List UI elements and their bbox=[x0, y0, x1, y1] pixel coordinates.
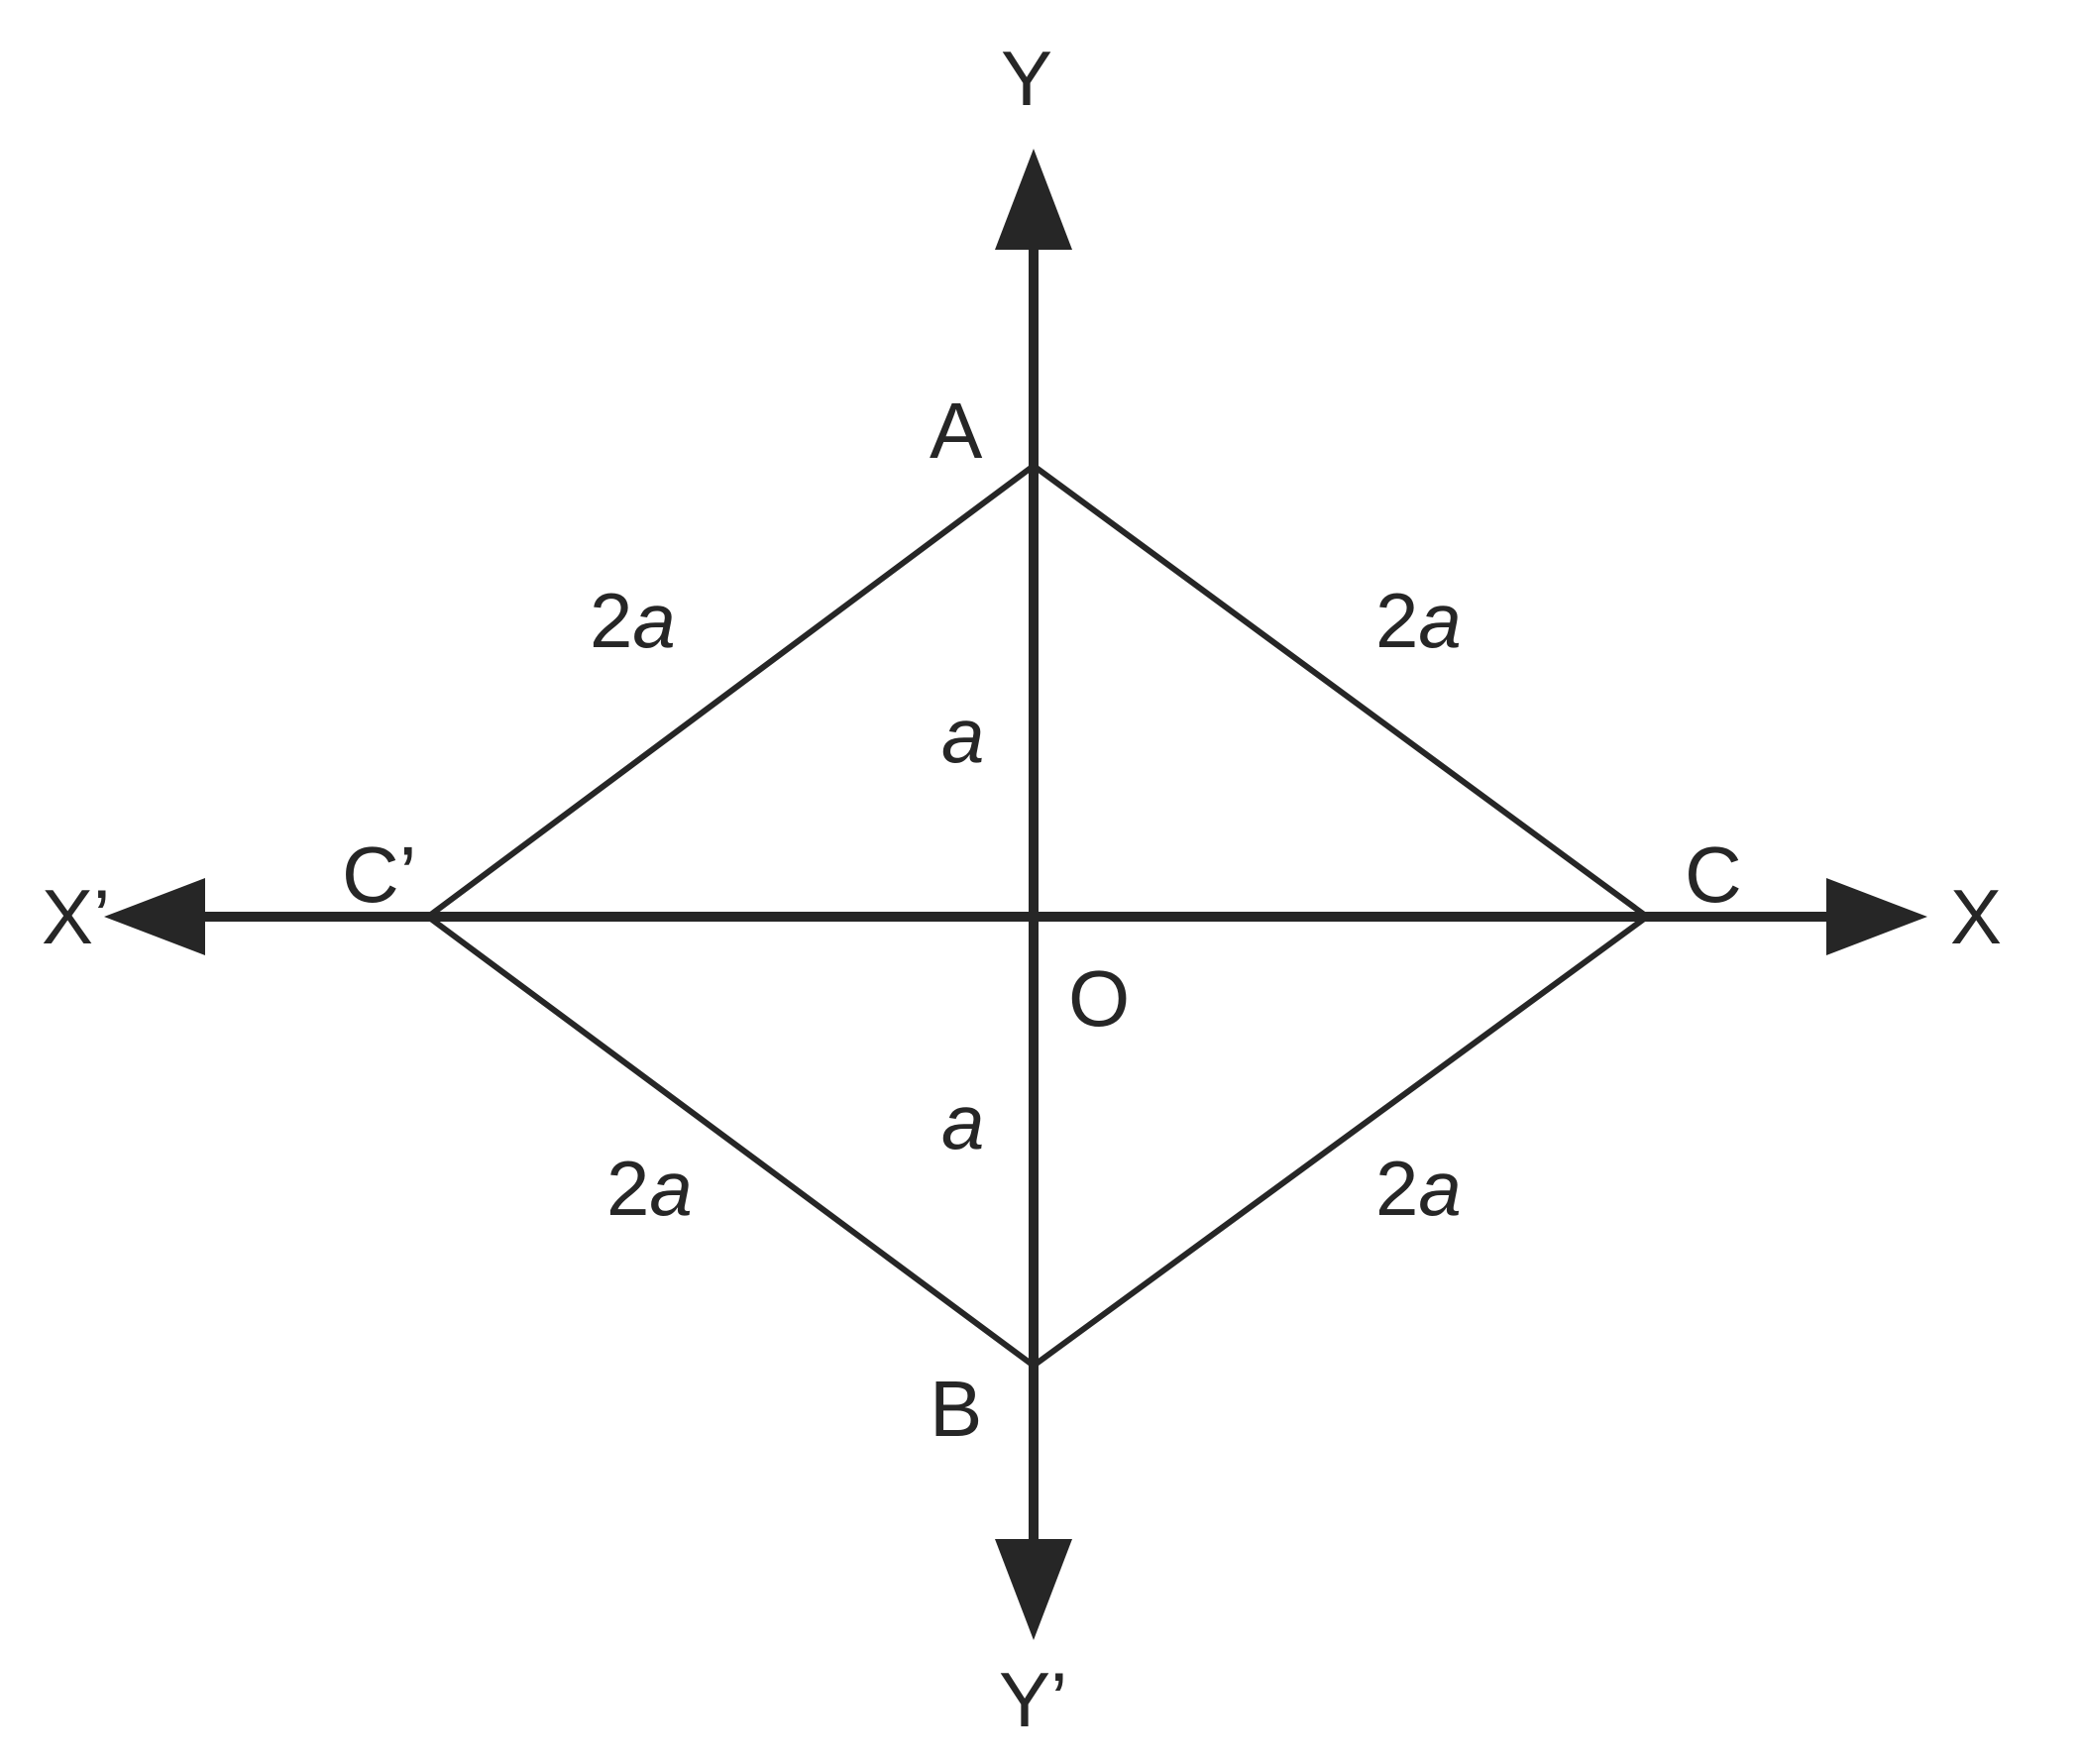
x-axis-right-arrowhead bbox=[1826, 878, 1927, 955]
side-length-bottom-left-variable: a bbox=[649, 1145, 693, 1232]
y-axis-positive-label: Y bbox=[1001, 35, 1053, 122]
side-length-bottom-right-number: 2 bbox=[1375, 1145, 1419, 1232]
origin-label: O bbox=[1068, 954, 1131, 1043]
y-axis-up-arrowhead bbox=[995, 149, 1072, 250]
y-axis bbox=[995, 149, 1072, 1640]
side-length-top-right: 2a bbox=[1375, 582, 1462, 659]
y-axis-down-arrowhead bbox=[995, 1539, 1072, 1640]
side-length-bottom-right-variable: a bbox=[1418, 1145, 1462, 1232]
side-length-top-left: 2a bbox=[590, 582, 676, 659]
side-length-bottom-right: 2a bbox=[1375, 1150, 1462, 1227]
edge-b-c bbox=[1032, 914, 1649, 1369]
vertex-label-c-prime: C’ bbox=[342, 830, 417, 919]
vertex-label-b: B bbox=[930, 1365, 983, 1453]
side-length-bottom-left: 2a bbox=[606, 1150, 693, 1227]
edge-a-c bbox=[1032, 463, 1649, 920]
y-axis-negative-label: Y’ bbox=[999, 1656, 1068, 1743]
vertex-label-c: C bbox=[1685, 830, 1742, 919]
x-axis bbox=[104, 878, 1927, 955]
x-axis-positive-label: X bbox=[1950, 873, 2003, 960]
side-length-top-left-variable: a bbox=[632, 577, 676, 664]
side-length-top-right-variable: a bbox=[1418, 577, 1462, 664]
rhombus-edges bbox=[426, 463, 1649, 1369]
side-length-top-right-number: 2 bbox=[1375, 577, 1419, 664]
half-diagonal-upper-label: a bbox=[941, 692, 985, 779]
edge-cprime-b bbox=[426, 914, 1036, 1369]
edge-cprime-a bbox=[426, 463, 1036, 920]
half-diagonal-lower-label: a bbox=[941, 1078, 985, 1165]
vertex-label-a: A bbox=[930, 386, 983, 475]
side-length-top-left-number: 2 bbox=[590, 577, 633, 664]
x-axis-left-arrowhead bbox=[104, 878, 205, 955]
x-axis-negative-label: X’ bbox=[42, 873, 111, 960]
side-length-bottom-left-number: 2 bbox=[606, 1145, 650, 1232]
